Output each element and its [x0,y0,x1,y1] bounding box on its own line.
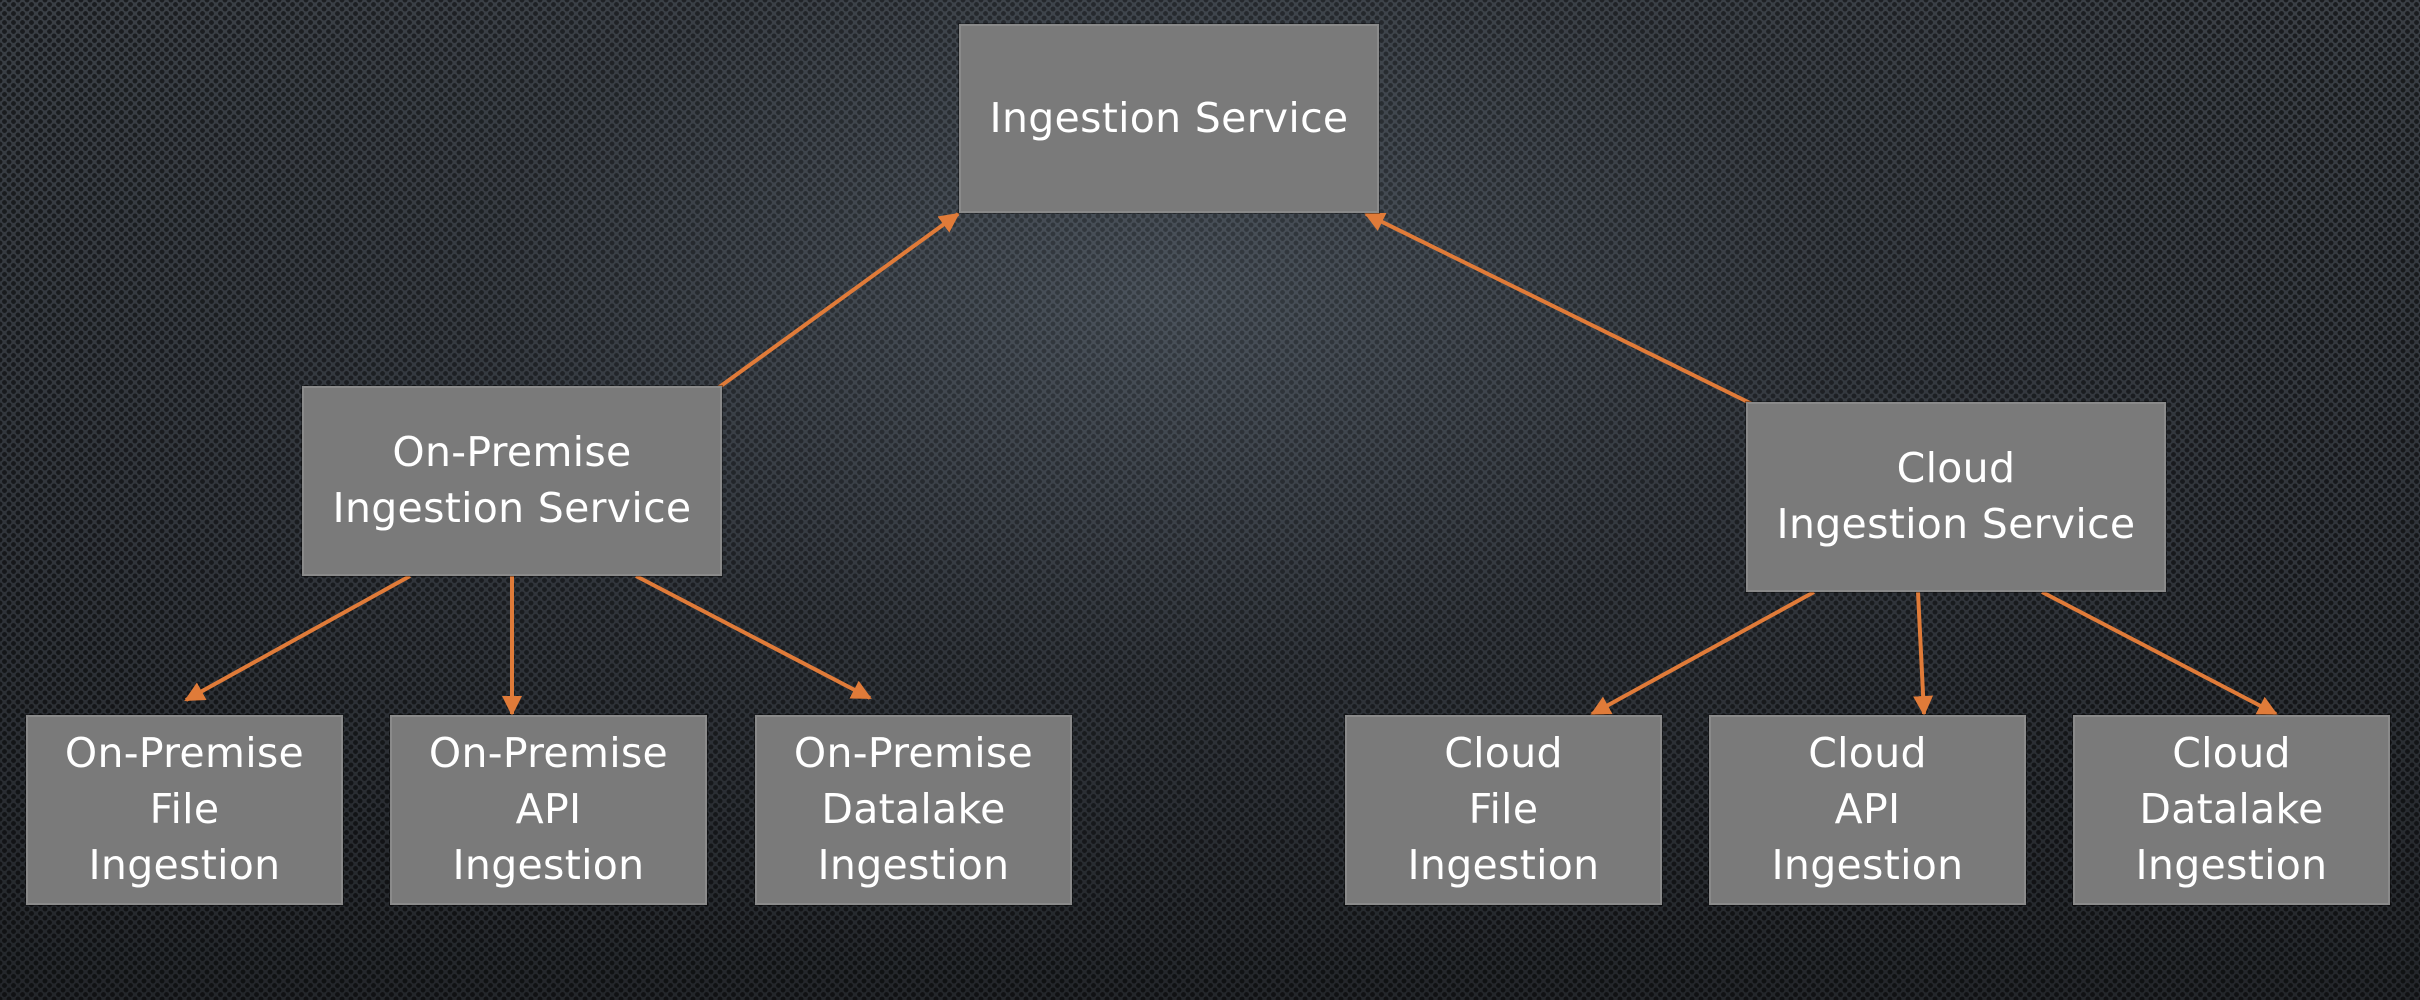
node-on-premise-ingestion-service: On-Premise Ingestion Service [302,386,722,576]
node-cloud-file-ingestion: Cloud File Ingestion [1345,715,1662,905]
node-label: On-Premise Datalake Ingestion [793,729,1034,889]
node-cloud-api-ingestion: Cloud API Ingestion [1709,715,2026,905]
node-on-premise-datalake-ingestion: On-Premise Datalake Ingestion [755,715,1072,905]
node-label: On-Premise File Ingestion [64,729,305,889]
node-cloud-datalake-ingestion: Cloud Datalake Ingestion [2073,715,2390,905]
node-on-premise-api-ingestion: On-Premise API Ingestion [390,715,707,905]
node-cloud-ingestion-service: Cloud Ingestion Service [1746,402,2166,592]
edge-onprem-to-onprem-file [184,574,411,702]
edge-cloud-to-root [1364,212,1753,406]
edge-onprem-to-root [716,212,960,390]
node-label: Ingestion Service [989,93,1349,142]
edge-onprem-to-onprem-datalake [635,574,872,700]
node-label: Cloud Datalake Ingestion [2135,729,2328,889]
edge-cloud-to-cloud-file [1590,590,1815,716]
node-label: Cloud File Ingestion [1407,729,1600,889]
node-ingestion-service: Ingestion Service [959,24,1379,213]
node-label: Cloud API Ingestion [1771,729,1964,889]
edge-cloud-to-cloud-api [1913,591,1934,716]
edge-cloud-to-cloud-datalake [2041,590,2278,716]
node-label: On-Premise Ingestion Service [332,428,692,532]
node-on-premise-file-ingestion: On-Premise File Ingestion [26,715,343,905]
node-label: Cloud Ingestion Service [1776,444,2136,548]
node-label: On-Premise API Ingestion [428,729,669,889]
